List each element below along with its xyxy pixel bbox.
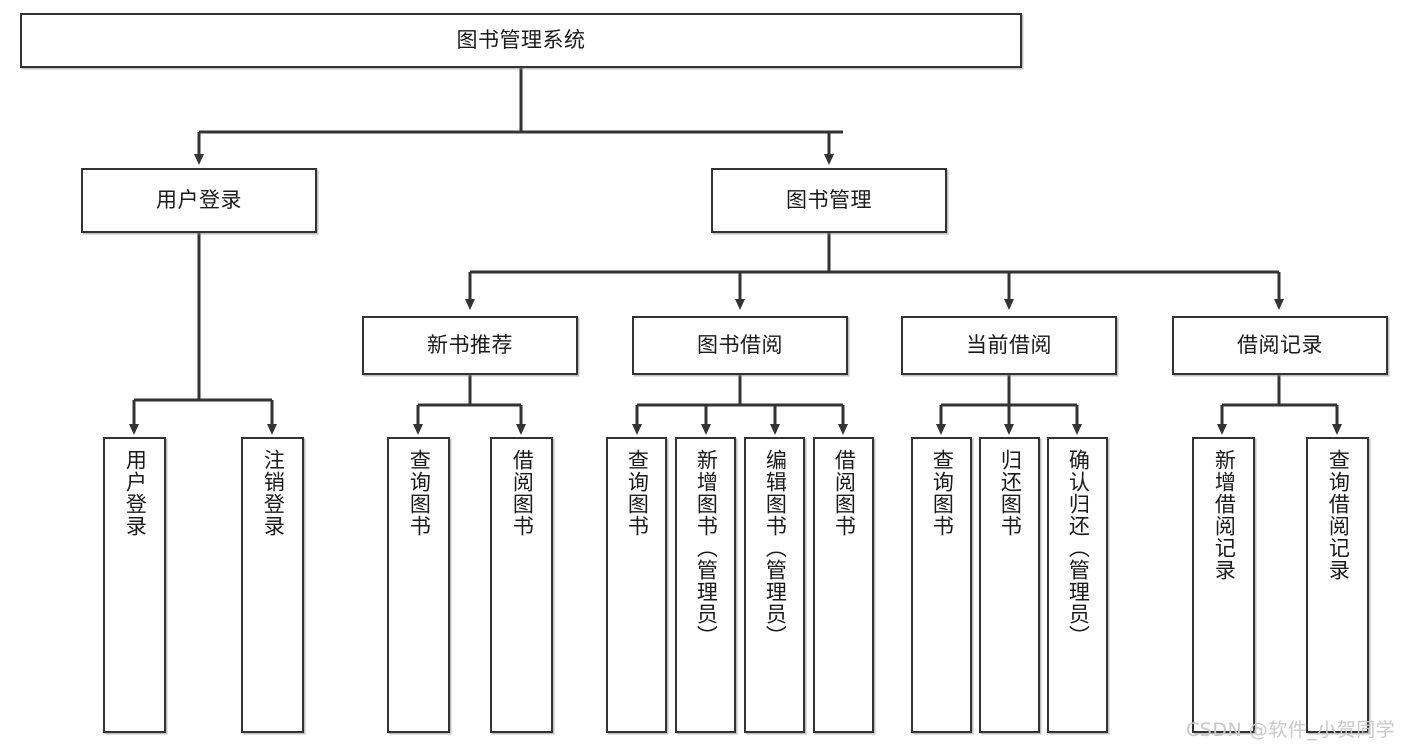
node-borrow-record[interactable]: 借阅记录 (1172, 316, 1388, 375)
node-user-login[interactable]: 用户登录 (81, 168, 317, 233)
leaf-add-book-admin-label: 新增图书（管理员） (694, 449, 719, 647)
leaf-add-book-admin[interactable]: 新增图书（管理员） (675, 437, 736, 733)
leaf-confirm-return-admin[interactable]: 确认归还（管理员） (1047, 437, 1108, 733)
node-book-borrow[interactable]: 图书借阅 (632, 316, 848, 375)
node-user-login-label: 用户登录 (156, 188, 242, 213)
leaf-logout[interactable]: 注销登录 (241, 437, 304, 733)
node-current-borrow[interactable]: 当前借阅 (901, 316, 1117, 375)
node-root[interactable]: 图书管理系统 (20, 13, 1022, 68)
leaf-return-book[interactable]: 归还图书 (979, 437, 1040, 733)
leaf-query-borrow-record-label: 查询借阅记录 (1326, 449, 1351, 581)
leaf-logout-label: 注销登录 (261, 449, 286, 537)
node-root-label: 图书管理系统 (456, 28, 586, 53)
leaf-add-borrow-record[interactable]: 新增借阅记录 (1192, 437, 1255, 733)
node-new-book-recommend-label: 新书推荐 (427, 333, 513, 358)
leaf-return-book-label: 归还图书 (998, 449, 1023, 537)
leaf-user-login-label: 用户登录 (123, 449, 148, 537)
leaf-query-book-recommend[interactable]: 查询图书 (387, 437, 450, 733)
node-book-management[interactable]: 图书管理 (711, 168, 947, 233)
leaf-borrow-book-recommend[interactable]: 借阅图书 (490, 437, 553, 733)
node-book-management-label: 图书管理 (786, 188, 872, 213)
leaf-edit-book-admin[interactable]: 编辑图书（管理员） (744, 437, 805, 733)
node-current-borrow-label: 当前借阅 (966, 333, 1052, 358)
leaf-query-book-recommend-label: 查询图书 (407, 449, 432, 537)
leaf-borrow-book[interactable]: 借阅图书 (813, 437, 874, 733)
node-borrow-record-label: 借阅记录 (1237, 333, 1323, 358)
leaf-confirm-return-admin-label: 确认归还（管理员） (1066, 449, 1091, 647)
watermark: CSDN @软件_小贺同学 (1186, 719, 1396, 741)
leaf-edit-book-admin-label: 编辑图书（管理员） (763, 449, 788, 647)
leaf-add-borrow-record-label: 新增借阅记录 (1212, 449, 1237, 581)
leaf-user-login[interactable]: 用户登录 (103, 437, 166, 733)
leaf-borrow-book-label: 借阅图书 (832, 449, 857, 537)
leaf-query-book-current-label: 查询图书 (930, 449, 955, 537)
leaf-query-book-borrow[interactable]: 查询图书 (606, 437, 667, 733)
node-book-borrow-label: 图书借阅 (697, 333, 783, 358)
leaf-query-borrow-record[interactable]: 查询借阅记录 (1306, 437, 1369, 733)
leaf-query-book-borrow-label: 查询图书 (625, 449, 650, 537)
leaf-query-book-current[interactable]: 查询图书 (911, 437, 972, 733)
node-new-book-recommend[interactable]: 新书推荐 (362, 316, 578, 375)
leaf-borrow-book-recommend-label: 借阅图书 (510, 449, 535, 537)
